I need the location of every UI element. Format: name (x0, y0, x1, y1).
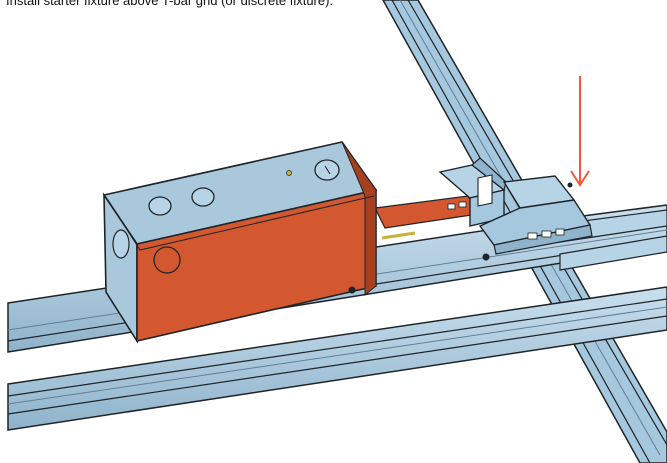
lower-t-bar (7, 286, 667, 431)
junction-box (102, 141, 378, 344)
instruction-caption: Install starter fixture above T-bar grid… (6, 0, 334, 8)
down-arrow-icon (570, 76, 590, 187)
mounting-bracket (438, 157, 593, 261)
slot-strip (374, 195, 479, 240)
